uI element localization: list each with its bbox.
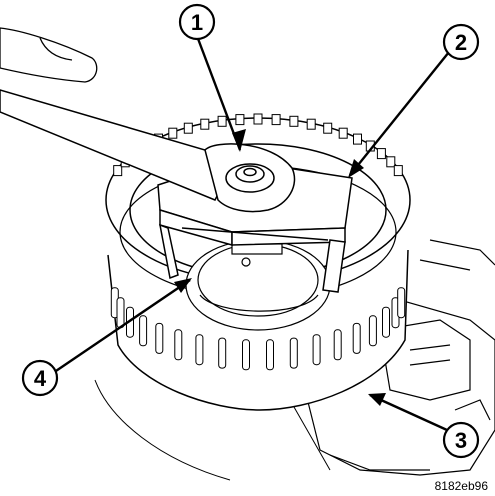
leader-1 xyxy=(195,35,242,151)
callout-3: 3 xyxy=(442,421,480,459)
drum-slot xyxy=(155,322,164,354)
spline-tooth xyxy=(353,133,362,145)
svg-text:3: 3 xyxy=(455,428,467,453)
spline-tooth xyxy=(183,122,193,134)
svg-text:4: 4 xyxy=(34,366,47,391)
spline-tooth xyxy=(113,165,123,177)
drum-slot xyxy=(352,322,361,354)
leader-4 xyxy=(49,279,191,376)
drum-slot xyxy=(218,337,227,369)
drum-slot xyxy=(333,329,342,361)
hand xyxy=(0,27,98,83)
spline-tooth xyxy=(338,127,348,139)
spline-tooth xyxy=(323,122,333,134)
drum-splines xyxy=(110,113,406,371)
drum-slot xyxy=(139,315,148,347)
spline-tooth xyxy=(271,114,281,126)
drum-slot xyxy=(368,315,377,347)
drum-slot xyxy=(312,334,321,366)
drum-slot xyxy=(242,339,250,371)
wrench xyxy=(0,89,296,213)
spline-tooth xyxy=(289,115,299,127)
callout-1: 1 xyxy=(178,3,216,41)
drum-slot xyxy=(397,287,406,319)
leader-3 xyxy=(369,393,448,432)
svg-text:1: 1 xyxy=(191,10,203,35)
drum-slot xyxy=(174,329,183,361)
svg-text:2: 2 xyxy=(455,30,467,55)
leader-arrowheads xyxy=(174,129,386,406)
drum-slot xyxy=(289,337,298,369)
spline-tooth xyxy=(386,156,396,168)
spline-tooth xyxy=(217,115,227,127)
callout-2: 2 xyxy=(442,23,480,61)
leader-lines xyxy=(49,35,450,432)
spline-tooth xyxy=(393,165,403,177)
leader-2 xyxy=(349,51,450,176)
spring-retainer xyxy=(185,239,331,331)
drum-slot xyxy=(195,334,204,366)
drum-slot xyxy=(266,339,274,371)
spline-tooth xyxy=(376,148,386,160)
bench-surface xyxy=(94,379,331,481)
drum-slot xyxy=(116,297,125,329)
drum-slot xyxy=(382,306,390,338)
spline-tooth xyxy=(235,114,245,126)
spline-tooth xyxy=(168,127,178,139)
spline-tooth xyxy=(253,113,263,125)
callout-4: 4 xyxy=(21,359,59,397)
figure-id: 8182eb96 xyxy=(435,479,489,493)
spline-tooth xyxy=(200,118,210,130)
spline-tooth xyxy=(306,118,316,130)
